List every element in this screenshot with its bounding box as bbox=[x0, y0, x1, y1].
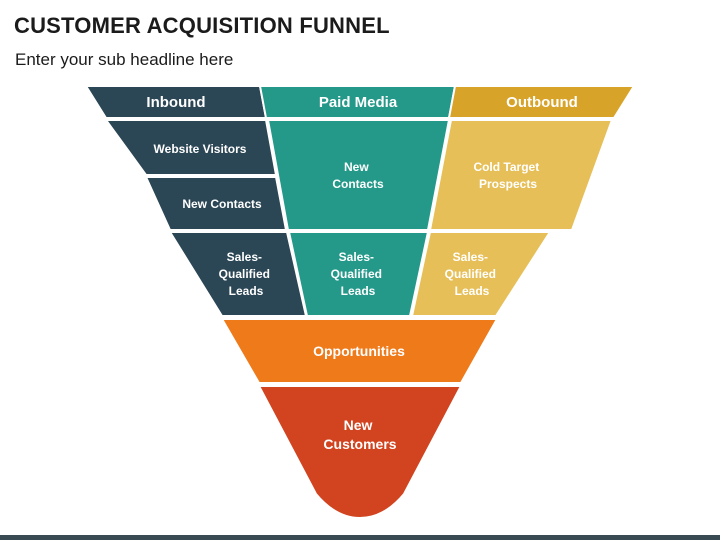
inbound-cell-1-shape bbox=[104, 119, 278, 176]
page-subtitle: Enter your sub headline here bbox=[15, 50, 234, 69]
inbound-cell-1-label: Website Visitors bbox=[154, 142, 247, 156]
outbound-cell-1-shape bbox=[428, 119, 614, 231]
outbound-header-shape bbox=[447, 85, 636, 119]
paid-media-header-label: Paid Media bbox=[319, 94, 398, 111]
inbound-header-label: Inbound bbox=[146, 94, 205, 111]
bottom-accent-bar bbox=[0, 535, 720, 540]
outbound-cell-1-label: Cold Target Prospects bbox=[473, 160, 542, 191]
paid-media-cell-2-shape bbox=[287, 231, 430, 317]
inbound-cell-2-shape bbox=[144, 176, 288, 231]
outbound-cell-2-label: Sales- Qualified Leads bbox=[445, 250, 500, 298]
outbound-header-label: Outbound bbox=[506, 94, 578, 111]
customers-tip-shape bbox=[257, 385, 463, 520]
paid-media-cell-2-label: Sales- Qualified Leads bbox=[331, 250, 386, 298]
paid-media-cell-1-label: New Contacts bbox=[332, 160, 384, 191]
customers-label: New Customers bbox=[323, 417, 396, 452]
outbound-cell-2-shape bbox=[410, 231, 552, 317]
page-title: CUSTOMER ACQUISITION FUNNEL bbox=[14, 13, 390, 38]
opportunities-band-shape bbox=[220, 318, 499, 384]
opportunities-label: Opportunities bbox=[313, 343, 405, 359]
inbound-cell-3-label: Sales- Qualified Leads bbox=[219, 250, 274, 298]
inbound-cell-2-label: New Contacts bbox=[182, 197, 262, 211]
paid-media-cell-1-shape bbox=[266, 119, 451, 231]
